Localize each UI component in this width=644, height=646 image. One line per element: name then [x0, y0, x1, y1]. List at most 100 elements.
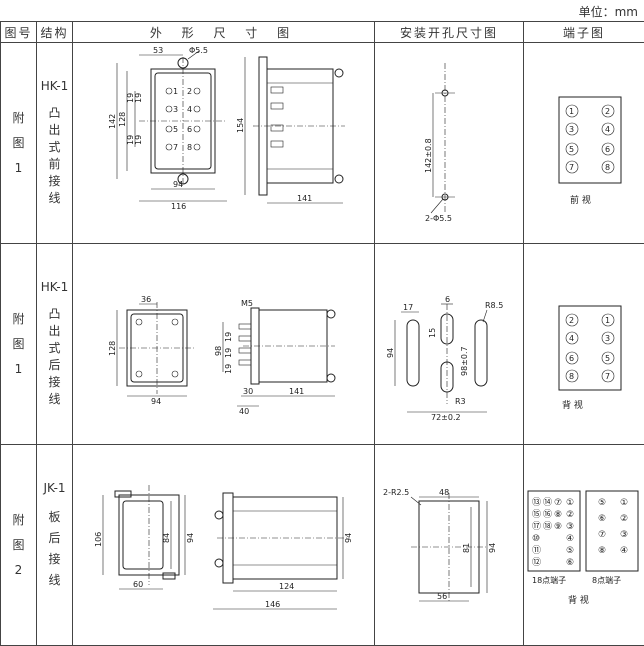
drawing-label: 1 — [569, 107, 574, 116]
dim-r3: R3 — [455, 397, 466, 406]
outline-drawing-3: 106 84 94 60 94 124 146 — [73, 445, 375, 646]
dim-98: 98 — [214, 346, 223, 356]
model-code: JK-1 — [37, 481, 72, 495]
drawing-label: ⑤ — [598, 498, 606, 508]
header-mounting: 安装开孔尺寸图 — [375, 22, 524, 43]
dim-154: 154 — [236, 118, 245, 133]
model-code: HK-1 — [37, 79, 72, 93]
dim-94-left: 94 — [186, 533, 195, 543]
header-outline: 外 形 尺 寸 图 — [73, 22, 375, 43]
drawing-label: ⑭ — [543, 497, 552, 508]
terminal-num: 1 — [173, 87, 178, 96]
drawing-label: ⑮ — [532, 509, 541, 520]
drawing-label: ② — [566, 510, 574, 520]
view-label: 背 视 — [568, 594, 589, 606]
drawing-label: 7 — [605, 372, 610, 381]
drawing-label: ⑨ — [554, 522, 562, 532]
drawing-label: ⑫ — [532, 557, 541, 568]
drawing-label: 19 — [224, 332, 233, 342]
terminal-num: 4 — [187, 105, 192, 114]
drawing-label: ⑯ — [543, 509, 552, 520]
mounting-drawing-2: 17 6 R8.5 15 94 98±0.7 R3 72±0.2 — [375, 244, 524, 445]
dim-128: 128 — [118, 112, 127, 127]
dim-94-right: 94 — [344, 533, 353, 543]
drawing-label: ⑱ — [543, 521, 552, 532]
terminal-num: 8 — [187, 143, 192, 152]
drawing-label: ① — [566, 498, 574, 508]
dim-124: 124 — [279, 582, 294, 591]
drawing-label: 19 — [224, 364, 233, 374]
dim-17: 17 — [403, 303, 413, 312]
drawing-label: 5 — [605, 354, 610, 363]
drawing-label: ⑧ — [598, 546, 606, 556]
drawing-label: ④ — [566, 534, 574, 544]
drawing-label: 19 — [224, 348, 233, 358]
mounting-drawing-1: 142±0.8 2-Φ5.5 — [375, 43, 524, 244]
terminal-num: 2 — [187, 87, 192, 96]
view-label: 背 视 — [562, 399, 583, 411]
drawing-label: ⑦ — [554, 498, 562, 508]
drawing-label: ⑪ — [532, 545, 541, 556]
drawing-label: 7 — [569, 163, 574, 172]
dim-146: 146 — [265, 600, 280, 609]
structure-cell: JK-1 板后 接线 — [37, 445, 73, 646]
mounting-drawing-3: 48 2-R2.5 81 94 56 — [375, 445, 524, 646]
terminal-num: 7 — [173, 143, 178, 152]
dim-30: 30 — [243, 387, 253, 396]
dim-r25: 2-R2.5 — [383, 488, 409, 497]
dim-48: 48 — [439, 488, 449, 497]
drawing-label: 19 — [134, 93, 143, 103]
drawing-label: ⑩ — [532, 534, 540, 544]
view-label: 前 视 — [570, 194, 591, 206]
drawing-label: 6 — [569, 354, 574, 363]
label-8pt: 8点端子 — [592, 575, 621, 585]
label-18pt: 18点端子 — [532, 575, 566, 585]
drawing-label: ⑧ — [554, 510, 562, 520]
dim-holes: 2-Φ5.5 — [425, 214, 452, 223]
drawing-label: ③ — [620, 530, 628, 540]
dim-81: 81 — [462, 543, 471, 553]
drawing-label: 8 — [569, 372, 574, 381]
drawing-label: 8 — [605, 163, 610, 172]
dim-72-tol: 72±0.2 — [431, 413, 461, 422]
outline-drawing-1: 1 2 3 4 5 6 7 8 53 Φ5.5 142 128 19 19 — [73, 43, 375, 244]
drawing-label: 2 — [569, 316, 574, 325]
header-terminal: 端子图 — [524, 22, 644, 43]
dim-60: 60 — [133, 580, 143, 589]
dim-56: 56 — [437, 592, 447, 601]
dim-94: 94 — [488, 543, 497, 553]
drawing-label: 3 — [605, 334, 610, 343]
drawing-label: 19 — [134, 135, 143, 145]
outline-drawing-2: 36 128 94 M5 98 19 19 19 — [73, 244, 375, 445]
dim-15: 15 — [428, 328, 437, 338]
drawing-label: 4 — [569, 334, 574, 343]
dim-142-tol: 142±0.8 — [424, 138, 433, 173]
drawing-label: 1 — [605, 316, 610, 325]
terminal-num: 5 — [173, 125, 178, 134]
dim-141: 141 — [297, 194, 312, 203]
terminal-drawing-2: 2 1 4 3 6 5 8 7 背 视 — [524, 244, 644, 445]
unit-label: 单位：mm — [579, 3, 638, 20]
model-code: HK-1 — [37, 280, 72, 294]
header-row: 图号 结构 外 形 尺 寸 图 安装开孔尺寸图 端子图 — [1, 22, 644, 43]
drawing-label: 2 — [605, 107, 610, 116]
drawing-label: ① — [620, 498, 628, 508]
drawing-label: 3 — [569, 125, 574, 134]
header-structure: 结构 — [37, 22, 73, 43]
drawing-label: 6 — [605, 145, 610, 154]
drawing-label: ⑬ — [532, 497, 541, 508]
terminal-num: 6 — [187, 125, 192, 134]
drawing-label: ⑰ — [532, 521, 541, 532]
dim-40: 40 — [239, 407, 249, 416]
drawing-label: ② — [620, 514, 628, 524]
dim-94: 94 — [151, 397, 161, 406]
header-fig-no: 图号 — [1, 22, 37, 43]
